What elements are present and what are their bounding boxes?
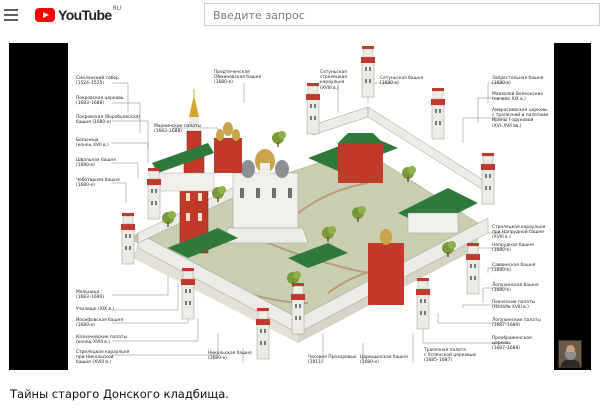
map-label-right-3: Амвросиевская церковь с трапезной и пала… [492,108,549,129]
logo-text: YouTube [58,7,112,23]
map-label-left-1: Смоленский собор (1524–1525) [76,76,119,87]
map-label-top-2: Мариинские палаты (1683–1688) [154,124,201,135]
map-label-left-4: Больница (конец XVII в.) [76,138,109,149]
green-roof-buildings [152,133,478,305]
map-label-left-8: Училище (XIX в.) [76,307,115,312]
map-label-left-5: Швальная башня (1680-е) [76,158,116,169]
map-label-right-1: Запрестольная башня (1680-е) [492,76,544,87]
map-label-left-10: Казначейские палаты (конец XVIII в.) [76,335,127,346]
map-label-left-9: Иосифовская башня (1680-е) [76,318,123,329]
smolensky-cathedral [222,149,309,244]
map-label-right-9: Лопухинские палаты (1687–1689) [492,318,541,329]
map-label-bottom-1: Никольская башня (1680-е) [208,351,252,362]
map-label-right-5: Напрудная башня (1680-е) [492,243,534,254]
bell-tower [179,89,209,254]
youtube-play-icon [35,8,55,22]
youtube-logo[interactable]: YouTube RU [35,5,122,24]
map-label-right-7: Лопухинская башня (1680-е) [492,283,539,294]
map-label-right-10: Преображенская церковь (1687–1688) [492,336,532,352]
map-label-left-11: Стрелецкая караульня при Никольской башн… [76,350,130,366]
map-label-top-4: Сетуньская башня (1680-е) [380,76,424,87]
video-title: Тайны старого Донского кладбища. [10,387,229,401]
monastery-map-illustration [112,45,508,363]
map-label-left-7: Мельница (1683–1690) [76,290,104,301]
pokrovskaya-church [214,122,242,173]
map-label-left-3: Покровская (Воробьевская) башня (1680-е) [76,115,141,126]
map-label-top-1: Предтеченская Обминовская башня (1680-е) [214,70,262,86]
map-label-right-6: Саввинская башня (1680-е) [492,263,536,274]
map-label-bottom-4: Трапезная палата с Успенской церковью (1… [424,348,477,364]
search-input[interactable] [205,5,599,26]
map-label-left-6: Чеботарная башня (1680-е) [76,178,120,189]
map-label-bottom-3: Царицынская башня (1680-е) [360,355,408,366]
search-box[interactable] [204,3,600,26]
video-player[interactable]: Смоленский собор (1524–1525) Покровская … [9,43,591,370]
map-label-left-2: Покровская церковь (1683–1688) [76,96,124,107]
map-label-right-2: Мавзолей Волконских (начало XIX в.) [492,92,544,103]
map-label-top-3: Сетуньская стрелецкая караульня (XVIII в… [320,70,347,91]
map-label-right-4: Стрелецкая караульня при Напрудной башне… [492,225,546,241]
video-frame: Смоленский собор (1524–1525) Покровская … [68,43,554,370]
map-label-right-8: Певческие палаты (Начало XVIII в.) [492,300,535,311]
top-bar: YouTube RU [0,0,600,30]
presenter-thumbnail [558,340,582,368]
map-label-bottom-2: Часовня Прохоровых (1911) [308,355,357,366]
hamburger-menu-icon[interactable] [4,7,20,21]
logo-region-code: RU [112,5,122,12]
